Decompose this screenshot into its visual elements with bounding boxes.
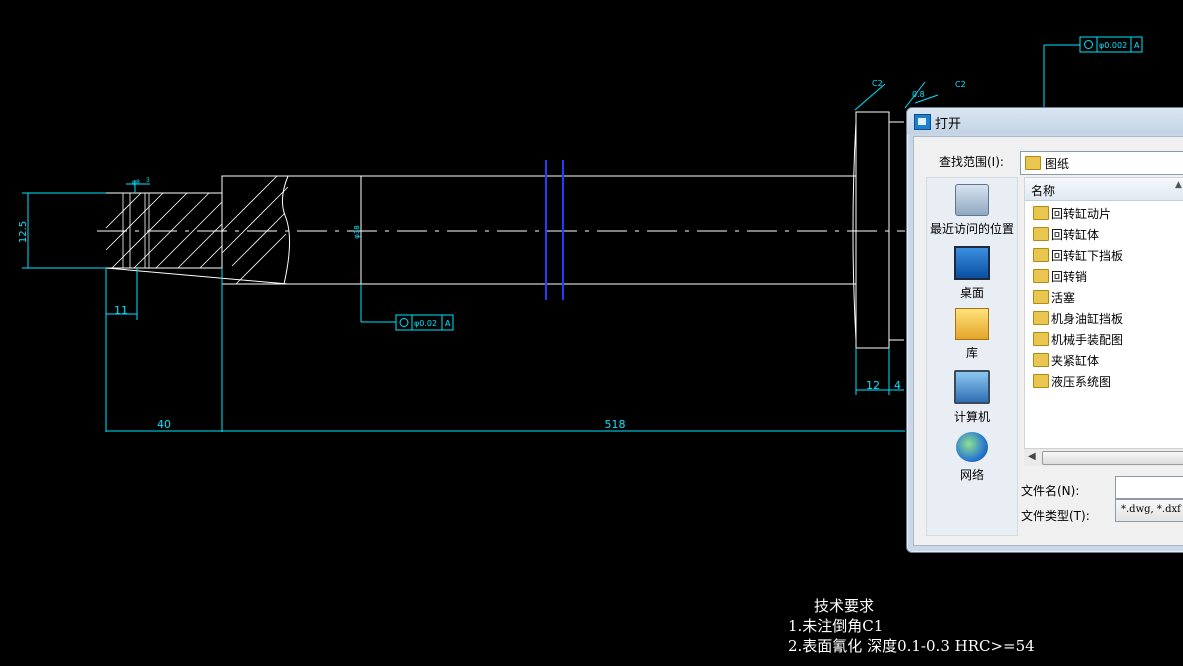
tolerance-frame-top: φ0.002 A	[1079, 36, 1143, 53]
scroll-thumb[interactable]: |||	[1042, 451, 1183, 465]
filename-label: 文件名(N):	[1021, 484, 1080, 498]
file-name: 回转销	[1051, 270, 1088, 284]
recent-places-icon	[955, 184, 989, 216]
tolerance-mid-datum: A	[445, 319, 451, 328]
desktop-icon	[954, 246, 990, 280]
dim-c2-right: C2	[955, 80, 966, 89]
place-label: 最近访问的位置	[929, 222, 1014, 236]
folder-icon	[1033, 374, 1049, 388]
dialog-body: 查找范围(I): 图纸 最近访问的位置 桌面 库 计算机	[913, 136, 1183, 546]
folder-icon	[1033, 353, 1049, 367]
dim-c2-left: C2	[872, 79, 883, 88]
tolerance-top-datum: A	[1134, 41, 1140, 50]
dim-phi-small: φ8	[132, 179, 140, 186]
dimension-lines	[22, 44, 1080, 432]
place-desktop[interactable]: 桌面	[927, 246, 1017, 301]
dim-40: 40	[157, 418, 171, 431]
break-lines	[545, 160, 564, 300]
scroll-left-icon[interactable]: ◀	[1028, 451, 1036, 462]
dim-11: 11	[114, 304, 128, 317]
file-name: 回转缸体	[1051, 228, 1100, 242]
tech-line-2: 2.表面氰化 深度0.1-0.3 HRC>=54	[788, 637, 1035, 655]
computer-icon	[954, 370, 990, 404]
file-name: 回转缸下挡板	[1051, 249, 1124, 263]
place-recent[interactable]: 最近访问的位置	[927, 184, 1017, 237]
place-library[interactable]: 库	[927, 308, 1017, 361]
tech-title: 技术要求	[814, 597, 875, 615]
file-list[interactable]: 名称 ▲ 回转缸动片 回转缸体 回转缸下挡板 回转销 活塞 机身油缸挡板 机械手…	[1024, 177, 1183, 462]
technical-requirements: 技术要求 1.未注倒角C1 2.表面氰化 深度0.1-0.3 HRC>=54	[788, 596, 1035, 656]
filename-input[interactable]	[1115, 476, 1183, 499]
place-label: 计算机	[953, 410, 990, 424]
folder-icon	[1025, 156, 1041, 170]
filetype-select[interactable]: *.dwg, *.dxf	[1115, 499, 1183, 522]
dim-small: 3	[146, 177, 150, 184]
file-name: 机身油缸挡板	[1051, 312, 1124, 326]
dialog-titlebar[interactable]: 打开	[907, 108, 1183, 134]
place-label: 库	[965, 346, 978, 360]
column-header-name[interactable]: 名称 ▲	[1025, 178, 1183, 201]
tolerance-top-value: φ0.002	[1099, 41, 1127, 50]
folder-icon	[1033, 248, 1049, 262]
file-name: 活塞	[1051, 291, 1076, 305]
dim-0-8: 0.8	[912, 90, 925, 99]
place-label: 网络	[959, 468, 984, 482]
shaft-outline	[105, 111, 904, 349]
horizontal-scrollbar[interactable]: ◀ |||	[1024, 448, 1183, 466]
open-file-dialog: 打开 查找范围(I): 图纸 最近访问的位置 桌面 库 计算机	[906, 107, 1183, 553]
place-label: 桌面	[959, 286, 984, 300]
file-name: 夹紧缸体	[1051, 354, 1100, 368]
folder-icon	[1033, 311, 1049, 325]
column-header-label: 名称	[1031, 184, 1056, 198]
app-icon	[914, 114, 931, 130]
tech-line-1: 1.未注倒角C1	[788, 617, 884, 635]
look-in-label: 查找范围(I):	[939, 155, 1004, 169]
folder-icon	[1033, 269, 1049, 283]
tolerance-mid-value: φ0.02	[414, 319, 437, 328]
dim-518: 518	[605, 418, 626, 431]
dim-4: 4	[894, 379, 901, 392]
file-name: 回转缸动片	[1051, 207, 1112, 221]
places-bar: 最近访问的位置 桌面 库 计算机 网络	[926, 177, 1018, 536]
tolerance-frame-mid: φ0.02 A	[395, 314, 454, 331]
dim-12-5: 12.5	[18, 221, 29, 243]
place-computer[interactable]: 计算机	[927, 370, 1017, 425]
folder-icon	[1033, 290, 1049, 304]
look-in-value: 图纸	[1045, 157, 1070, 171]
dialog-title: 打开	[935, 117, 962, 132]
place-network[interactable]: 网络	[927, 432, 1017, 483]
folder-icon	[1033, 227, 1049, 241]
network-icon	[956, 432, 988, 462]
file-name: 机械手装配图	[1051, 333, 1124, 347]
filetype-label: 文件类型(T):	[1021, 509, 1090, 523]
folder-icon	[1033, 332, 1049, 346]
library-icon	[955, 308, 989, 340]
sort-up-icon: ▲	[1175, 180, 1182, 190]
look-in-combo[interactable]: 图纸	[1020, 151, 1183, 175]
dim-phi38: φ38	[353, 225, 361, 239]
filetype-value: *.dwg, *.dxf	[1121, 504, 1181, 515]
file-name: 液压系统图	[1051, 375, 1112, 389]
dim-12: 12	[866, 379, 880, 392]
folder-icon	[1033, 206, 1049, 220]
